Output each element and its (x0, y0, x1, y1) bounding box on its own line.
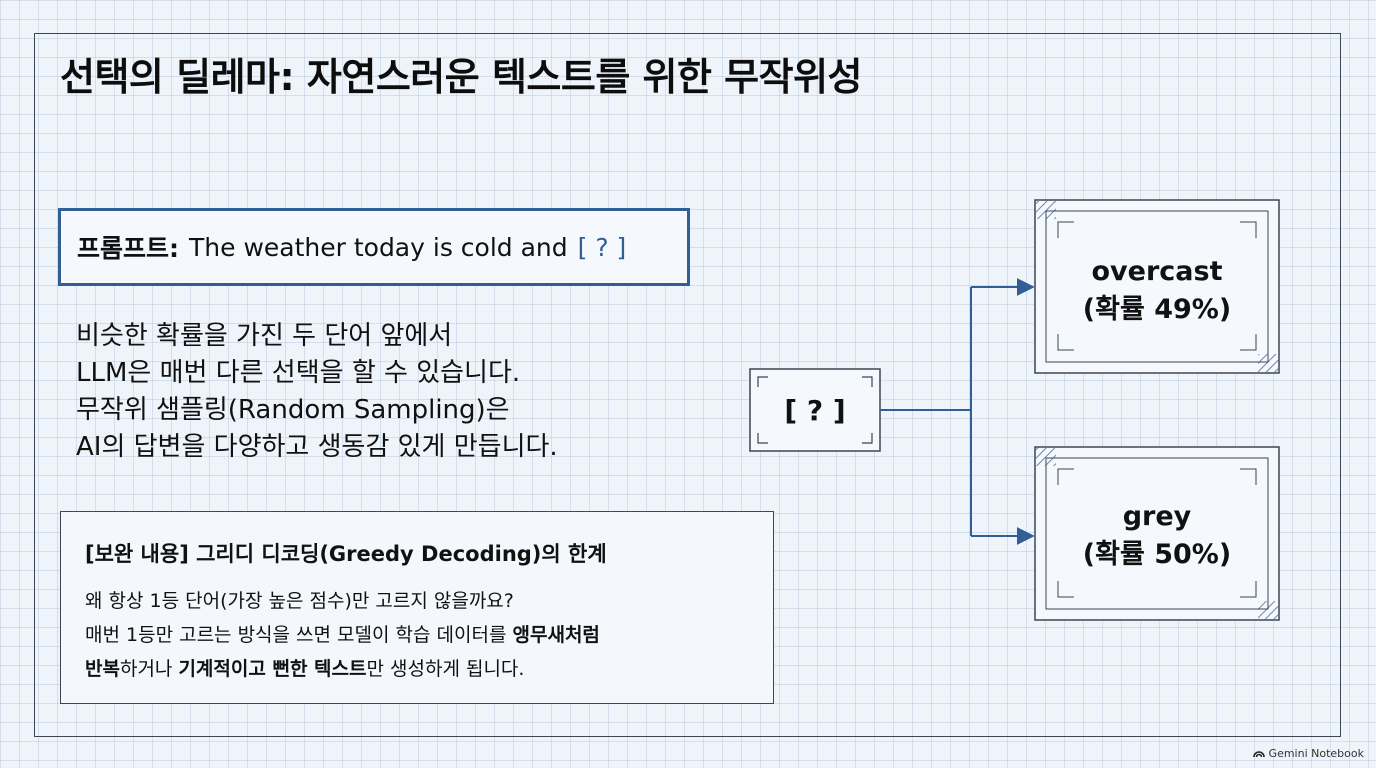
body-line: AI의 답변을 다양하고 생동감 있게 만듭니다. (76, 432, 558, 462)
note-line-2: 매번 1등만 고르는 방식을 쓰면 모델이 학습 데이터를 앵무새처럼 (85, 618, 773, 652)
body-line: 무작위 샘플링(Random Sampling)은 (76, 395, 510, 425)
prompt-blank: [ ? ] (577, 232, 627, 262)
note-line-1: 왜 항상 1등 단어(가장 높은 점수)만 고르지 않을까요? (85, 590, 514, 612)
body-line: LLM은 매번 다른 선택을 할 수 있습니다. (76, 358, 521, 388)
option-label-grey: grey (확률 50%) (1035, 498, 1279, 574)
option-probability: (확률 49%) (1082, 294, 1232, 325)
prompt-box: 프롬프트: The weather today is cold and [ ? … (58, 208, 690, 286)
note-box: [보완 내용] 그리디 디코딩(Greedy Decoding)의 한계 왜 항… (60, 511, 774, 704)
option-box-grey (1034, 446, 1280, 621)
branch-connector (880, 278, 1035, 545)
note-text: 매번 1등만 고르는 방식을 쓰면 모델이 학습 데이터를 (85, 624, 513, 646)
option-probability: (확률 50%) (1082, 539, 1232, 570)
note-text: 만 생성하게 됩니다. (366, 658, 525, 680)
source-label: [ ? ] (784, 393, 846, 427)
footer-brand: Gemini Notebook (1268, 747, 1364, 760)
slide-frame (34, 33, 1341, 737)
body-line: 비슷한 확률을 가진 두 단어 앞에서 (76, 321, 453, 351)
option-label-overcast: overcast (확률 49%) (1035, 253, 1279, 329)
prompt-label: 프롬프트: (77, 234, 179, 263)
note-line-3: 반복하거나 기계적이고 뻔한 텍스트만 생성하게 됩니다. (85, 652, 773, 686)
prompt-text: The weather today is cold and (189, 232, 568, 262)
footer: Gemini Notebook (1252, 747, 1364, 760)
note-emphasis: 앵무새처럼 (512, 624, 600, 646)
body-text: 비슷한 확률을 가진 두 단어 앞에서 LLM은 매번 다른 선택을 할 수 있… (76, 318, 558, 466)
option-word: grey (1122, 501, 1192, 532)
note-emphasis: 반복 (85, 658, 120, 680)
note-text: 하거나 (119, 658, 179, 680)
note-title: [보완 내용] 그리디 디코딩(Greedy Decoding)의 한계 (85, 542, 607, 566)
slide-title: 선택의 딜레마: 자연스러운 텍스트를 위한 무작위성 (60, 55, 863, 99)
source-box (749, 368, 881, 452)
option-word: overcast (1091, 256, 1223, 287)
option-box-overcast (1034, 199, 1280, 374)
notebook-logo-icon (1252, 750, 1265, 757)
note-emphasis: 기계적이고 뻔한 텍스트 (178, 658, 367, 680)
